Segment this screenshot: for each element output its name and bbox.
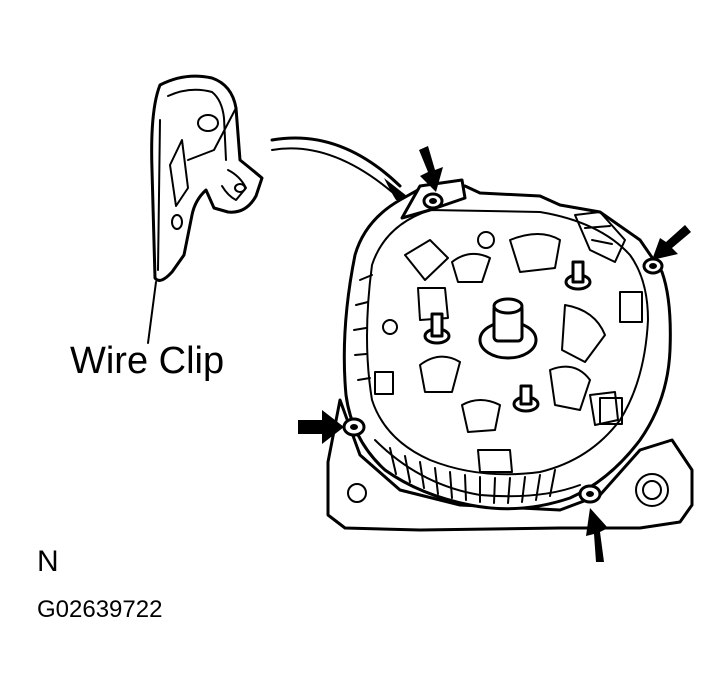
arrow-top-bolt [419, 146, 443, 192]
bolt-right [642, 257, 664, 275]
wire-clip-label: Wire Clip [70, 340, 225, 382]
install-arrow [270, 136, 412, 200]
view-label: N [37, 545, 59, 578]
wire-clip-bracket [150, 74, 264, 282]
wire-clip-leader [147, 281, 157, 344]
arrow-bottom-bolt [586, 508, 608, 562]
bolt-left [342, 417, 366, 437]
arrow-right-bolt [652, 225, 691, 260]
arrow-left-bolt [298, 410, 344, 444]
bolt-top [400, 178, 467, 220]
figure-id: G02639722 [37, 596, 163, 623]
bolt-bottom [578, 484, 602, 504]
alternator [326, 178, 694, 532]
